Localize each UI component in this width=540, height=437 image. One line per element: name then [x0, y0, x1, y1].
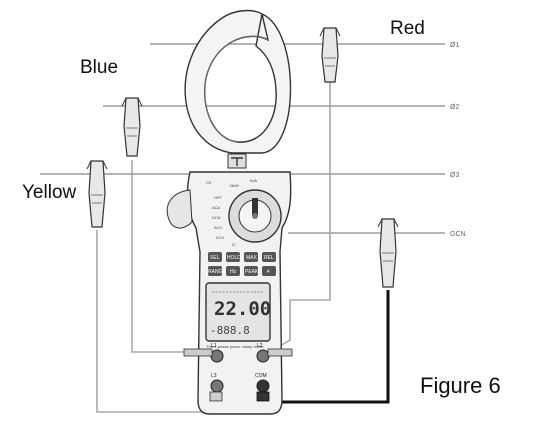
jack-l1[interactable]	[210, 349, 224, 363]
phase2-label: Ø2	[450, 104, 459, 111]
svg-text:CE: CE	[206, 180, 212, 185]
meter-brand-text: Three-phase power clamp meter	[206, 344, 264, 349]
svg-text:L3: L3	[211, 373, 217, 379]
svg-text:DCV: DCV	[216, 235, 225, 240]
svg-text:L1: L1	[211, 343, 217, 349]
alligator-clip-blue	[121, 97, 143, 157]
svg-text:kVA: kVA	[250, 178, 257, 183]
svg-text:ΩkW: ΩkW	[230, 183, 239, 188]
svg-text:Ω: Ω	[232, 242, 235, 247]
svg-text:MAX: MAX	[246, 255, 258, 261]
svg-text:ACA: ACA	[212, 205, 221, 210]
meter-button[interactable]: ☀	[262, 266, 276, 276]
svg-text:RANGE: RANGE	[208, 269, 226, 275]
label-yellow: Yellow	[22, 182, 77, 203]
alligator-clip-red	[319, 27, 341, 83]
svg-text:COM: COM	[255, 373, 267, 379]
meter-button[interactable]: RANGE	[208, 266, 226, 276]
jack-l3[interactable]	[210, 379, 224, 393]
phase1-label: Ø1	[450, 42, 459, 49]
lead-red	[269, 80, 331, 353]
svg-text:L2: L2	[257, 343, 263, 349]
figure-caption: Figure 6	[420, 373, 501, 398]
button-grid: SEL HOLD MAX REL RANGE Hz PEAK ☀	[208, 252, 276, 276]
meter-button[interactable]: REL	[262, 252, 276, 262]
svg-text:HOLD: HOLD	[227, 255, 241, 261]
neutral-label: GCN	[450, 231, 466, 238]
alligator-clip-yellow	[86, 160, 108, 228]
lcd-sub-reading: -888.8	[210, 324, 250, 337]
meter-body: CE OFF ACA DCA ACV DCV Ω ΩkW kVA SEL HOLD MA…	[166, 171, 293, 415]
svg-text:DCA: DCA	[212, 215, 221, 220]
input-jacks: L1 L2 L3 COM	[210, 343, 270, 393]
alligator-clip-com	[377, 218, 399, 288]
svg-text:ACV: ACV	[214, 225, 223, 230]
jack-l2[interactable]	[256, 349, 270, 363]
lcd-display	[205, 282, 271, 342]
jack-com[interactable]	[256, 379, 270, 393]
label-red: Red	[390, 18, 425, 39]
meter-button[interactable]: HOLD	[226, 252, 241, 262]
meter-button[interactable]: MAX	[244, 252, 258, 262]
svg-text:SEL: SEL	[210, 255, 220, 261]
svg-text:REL: REL	[264, 255, 274, 261]
lcd-main-reading: 22.00	[214, 298, 271, 320]
clamp-jaw	[184, 9, 292, 169]
svg-text:Hz: Hz	[230, 269, 237, 275]
meter-button[interactable]: PEAK	[244, 266, 259, 276]
meter-button[interactable]: SEL	[208, 252, 222, 262]
phase3-label: Ø3	[450, 172, 459, 179]
meter-button[interactable]: Hz	[226, 266, 240, 276]
svg-text:PEAK: PEAK	[245, 269, 259, 275]
label-blue: Blue	[80, 57, 119, 78]
lead-blue	[131, 160, 190, 353]
svg-text:OFF: OFF	[214, 195, 223, 200]
svg-text:☀: ☀	[266, 269, 271, 275]
